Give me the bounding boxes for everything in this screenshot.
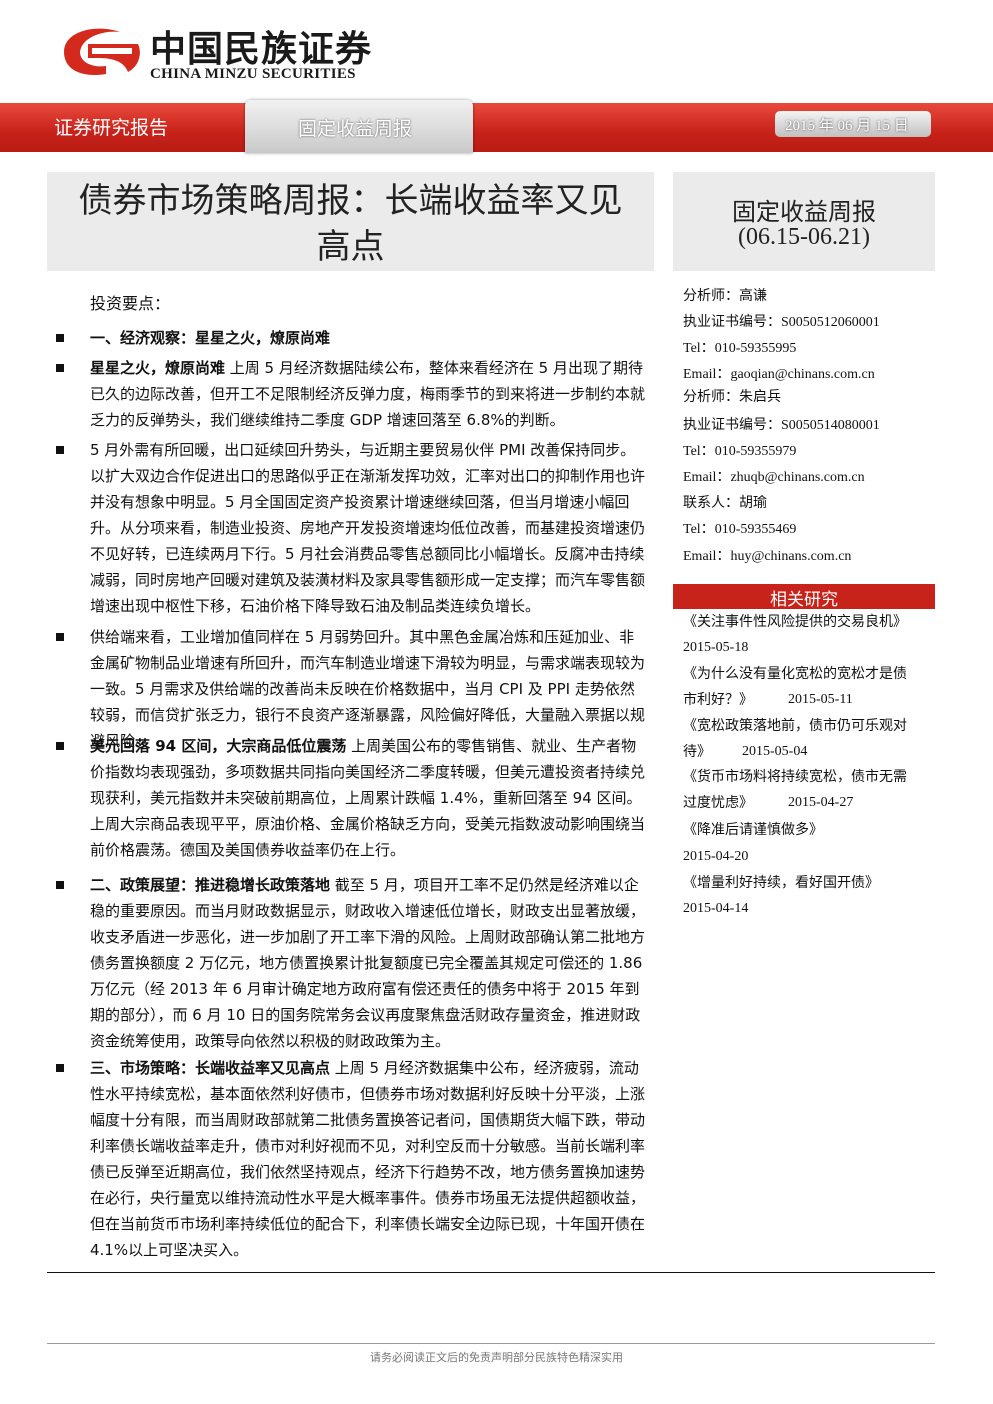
brand-name-cn: 中国民族证券 xyxy=(150,29,373,70)
contact-value: 010-59355979 xyxy=(714,444,797,459)
company-logo: 中国民族证券 CHINA MINZU SECURITIES xyxy=(58,18,398,88)
contact-value: 010-59355995 xyxy=(714,341,797,356)
paragraph-3-text: 5 月外需有所回暖，出口延续回升势头，与近期主要贸易伙伴 PMI 改善保持同步。… xyxy=(90,441,646,615)
contact-label: 执业证书编号： xyxy=(683,417,781,433)
related-item-date: 2015-04-20 xyxy=(683,849,749,864)
contact-line: Email：gaoqian@chinans.com.cn xyxy=(683,361,875,388)
contact-email-link[interactable]: huy@chinans.com.cn xyxy=(730,549,852,564)
report-category-tab: 固定收益周报 xyxy=(245,100,473,153)
contact-value: S0050514080001 xyxy=(781,418,880,433)
related-item-date: 2015-05-11 xyxy=(788,692,853,707)
content-divider xyxy=(47,1272,935,1273)
title-panel: 债券市场策略周报：长端收益率又见 高点 xyxy=(47,172,654,271)
contact-line: Tel：010-59355995 xyxy=(683,335,796,362)
contact-label: Email： xyxy=(683,367,731,382)
brand-name-en: CHINA MINZU SECURITIES xyxy=(150,66,356,82)
contact-label: Tel： xyxy=(683,522,715,537)
report-title: 债券市场策略周报：长端收益率又见 高点 xyxy=(47,178,654,270)
contact-label: Email： xyxy=(683,470,731,485)
contact-email-link[interactable]: zhuqb@chinans.com.cn xyxy=(730,470,865,485)
related-item-title-cont[interactable]: 过度忧虑》 xyxy=(683,795,753,811)
footer-divider xyxy=(47,1343,935,1344)
keypoints-heading: 投资要点： xyxy=(90,294,171,313)
section-heading-1: 一、经济观察：星星之火，燎原尚难 xyxy=(90,325,646,351)
bullet-marker xyxy=(56,334,64,342)
contact-label: Email： xyxy=(683,549,731,564)
paragraph-7-lead: 三、市场策略：长端收益率又见高点 xyxy=(90,1059,331,1077)
paragraph-5: 美元回落 94 区间，大宗商品低位震荡 上周美国公布的零售销售、就业、生产者物价… xyxy=(90,733,646,863)
related-item-title[interactable]: 《关注事件性风险提供的交易良机》 xyxy=(683,614,907,630)
contact-value: 胡瑜 xyxy=(739,495,767,511)
contact-label: 分析师： xyxy=(683,389,739,405)
related-item-title[interactable]: 《增量利好持续，看好国开债》 xyxy=(683,875,879,891)
paragraph-6-text: 截至 5 月，项目开工率不足仍然是经济难以企稳的重要原因。而当月财政数据显示，财… xyxy=(90,876,646,1050)
related-item-title[interactable]: 《降准后请谨慎做多》 xyxy=(683,822,823,838)
related-item-title[interactable]: 《为什么没有量化宽松的宽松才是债 xyxy=(683,666,907,682)
paragraph-3: 5 月外需有所回暖，出口延续回升势头，与近期主要贸易伙伴 PMI 改善保持同步。… xyxy=(90,437,646,619)
side-date-range: (06.15-06.21) xyxy=(738,224,870,250)
contact-label: 执业证书编号： xyxy=(683,314,781,330)
contact-label: 分析师： xyxy=(683,288,739,304)
section-heading-1-text: 一、经济观察：星星之火，燎原尚难 xyxy=(90,329,331,347)
paragraph-2-text: 上周 5 月经济数据陆续公布，整体来看经济在 5 月出现了期待已久的边际改善，但… xyxy=(90,359,646,429)
related-research-header: 相关研究 xyxy=(673,584,935,610)
paragraph-6: 二、政策展望：推进稳增长政策落地 截至 5 月，项目开工率不足仍然是经济难以企稳… xyxy=(90,872,646,1054)
contact-line: Tel：010-59355469 xyxy=(683,516,796,543)
paragraph-5-text: 上周美国公布的零售销售、就业、生产者物价指数均表现强劲，多项数据共同指向美国经济… xyxy=(90,737,646,859)
related-item-title-cont[interactable]: 待》 xyxy=(683,744,711,760)
bullet-marker xyxy=(56,446,64,454)
bullet-marker xyxy=(56,633,64,641)
bullet-marker xyxy=(56,1064,64,1072)
logo-mark-icon xyxy=(64,28,140,76)
related-item-title-cont[interactable]: 市利好？》 xyxy=(683,692,753,708)
related-item-date: 2015-04-14 xyxy=(683,901,749,916)
contact-line: Email：zhuqb@chinans.com.cn xyxy=(683,464,865,491)
paragraph-2: 星星之火，燎原尚难 上周 5 月经济数据陆续公布，整体来看经济在 5 月出现了期… xyxy=(90,355,646,433)
report-category-label: 固定收益周报 xyxy=(298,118,413,140)
contact-label: 联系人： xyxy=(683,495,739,511)
paragraph-2-lead: 星星之火，燎原尚难 xyxy=(90,359,226,377)
contact-value: 朱启兵 xyxy=(739,389,781,405)
contact-line: 分析师：朱启兵 xyxy=(683,384,781,410)
contact-label: Tel： xyxy=(683,341,715,356)
bullet-marker xyxy=(56,881,64,889)
side-title: 固定收益周报 xyxy=(732,198,876,226)
contact-line: 执业证书编号：S0050512060001 xyxy=(683,309,880,336)
contact-email-link[interactable]: gaoqian@chinans.com.cn xyxy=(730,367,875,382)
paragraph-7: 三、市场策略：长端收益率又见高点 上周 5 月经济数据集中公布，经济疲弱，流动性… xyxy=(90,1055,646,1263)
contact-value: 高谦 xyxy=(739,288,767,304)
contact-line: 联系人：胡瑜 xyxy=(683,490,767,516)
footer-disclaimer: 请务必阅读正文后的免责声明部分民族特色精深实用 xyxy=(370,1351,623,1364)
bullet-marker xyxy=(56,364,64,372)
contact-label: Tel： xyxy=(683,444,715,459)
paragraph-7-text: 上周 5 月经济数据集中公布，经济疲弱，流动性水平持续宽松，基本面依然利好债市，… xyxy=(90,1059,646,1259)
contact-line: Email：huy@chinans.com.cn xyxy=(683,543,851,570)
contact-line: 分析师：高谦 xyxy=(683,283,767,309)
contact-line: 执业证书编号：S0050514080001 xyxy=(683,412,880,439)
related-item-date: 2015-04-27 xyxy=(788,795,854,810)
paragraph-6-lead: 二、政策展望：推进稳增长政策落地 xyxy=(90,876,331,894)
related-item-title[interactable]: 《货币市场料将持续宽松，债市无需 xyxy=(683,769,907,785)
related-item-date: 2015-05-04 xyxy=(742,744,808,759)
related-research-title: 相关研究 xyxy=(770,590,838,610)
contact-value: 010-59355469 xyxy=(714,522,797,537)
contact-value: S0050512060001 xyxy=(781,315,880,330)
related-item-date: 2015-05-18 xyxy=(683,640,749,655)
side-title-panel: 固定收益周报 (06.15-06.21) xyxy=(673,172,935,271)
report-date: 2015 年 06 月 15 日 xyxy=(775,111,931,137)
related-item-title[interactable]: 《宽松政策落地前，债市仍可乐观对 xyxy=(683,718,907,734)
contact-line: Tel：010-59355979 xyxy=(683,438,796,465)
report-title-line1: 债券市场策略周报：长端收益率又见 xyxy=(78,181,623,221)
paragraph-4-text: 供给端来看，工业增加值同样在 5 月弱势回升。其中黑色金属冶炼和压延加业、非金属… xyxy=(90,628,646,750)
paragraph-4: 供给端来看，工业增加值同样在 5 月弱势回升。其中黑色金属冶炼和压延加业、非金属… xyxy=(90,624,646,754)
report-title-line2: 高点 xyxy=(316,227,385,267)
report-type: 证券研究报告 xyxy=(54,117,169,139)
bullet-marker xyxy=(56,742,64,750)
paragraph-5-lead: 美元回落 94 区间，大宗商品低位震荡 xyxy=(90,737,347,755)
